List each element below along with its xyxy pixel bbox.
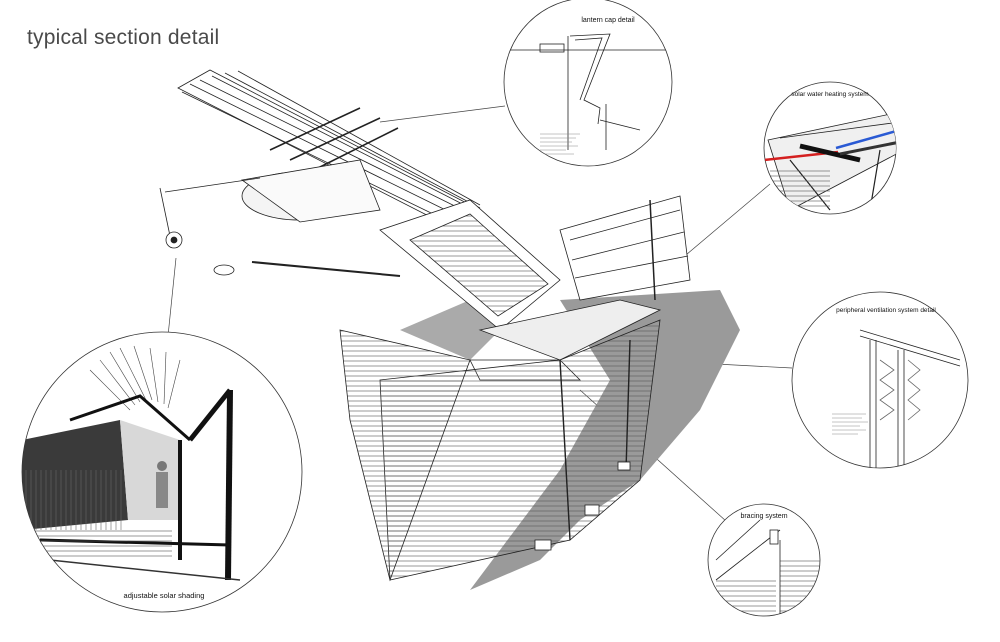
solar-shading-label: adjustable solar shading [124, 591, 205, 600]
bracing-label: bracing system [740, 513, 787, 520]
ventilation-label: peripheral ventilation system detail [836, 307, 936, 314]
solar-water-label: solar water heating system [791, 91, 868, 98]
cold-pipe [835, 128, 896, 150]
lantern-cap-label: lantern cap detail [581, 17, 635, 24]
callout-bracing: bracing system [707, 503, 821, 617]
callout-solar-water: solar water heating system [763, 81, 897, 215]
skylight [478, 299, 662, 361]
page-title: typical section detail [27, 26, 220, 49]
callout-solar-shading: adjustable solar shading [21, 331, 303, 613]
callout-ventilation: peripheral ventilation system detail [791, 291, 969, 469]
pavilion-model [159, 69, 740, 590]
callout-lantern-cap: lantern cap detail [503, 0, 673, 167]
vent-notes [832, 413, 868, 435]
lantern-notes [540, 133, 580, 155]
